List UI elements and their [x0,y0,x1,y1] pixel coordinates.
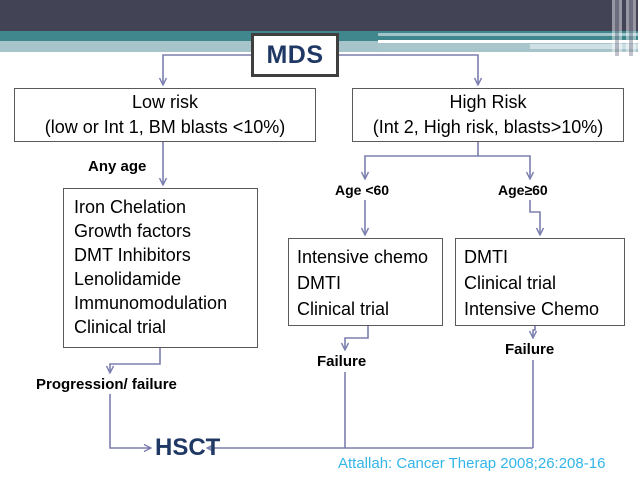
header-vertical-bar-2 [619,0,622,56]
edge-treatment-to-progression [110,348,161,372]
node-mds-label: MDS [266,40,324,69]
younger-treatment-item: DMTI [297,273,341,293]
low-risk-line-2: (low or Int 1, BM blasts <10%) [44,117,286,137]
older-treatment-item: Clinical trial [464,273,557,293]
high-risk-line-2: (Int 2, High risk, blasts>10%) [372,117,604,137]
outcome-label-failure-younger: Failure [317,353,367,370]
node-low-risk[interactable]: Low risk (low or Int 1, BM blasts <10%) [14,88,316,142]
younger-treatment-item: Clinical trial [297,299,390,319]
edge-label-age-under-60: Age <60 [335,182,390,198]
low-treatment-item: Growth factors [74,221,192,241]
low-treatment-item: Clinical trial [74,317,167,337]
older-treatment-item: Intensive Chemo [464,299,600,319]
node-hsct-terminal[interactable]: HSCT [155,434,221,461]
edge-label-any-age: Any age [88,158,147,175]
edge-dmti-to-failure [533,326,535,337]
header-vertical-bar-1 [612,0,615,56]
header-streak-3 [378,44,530,49]
low-treatment-item: Iron Chelation [74,197,187,217]
header-vertical-bar-dark-1 [615,0,619,56]
header-streak-2 [378,40,598,43]
low-risk-line-1: Low risk [131,92,198,112]
node-low-risk-treatments[interactable]: Iron Chelation Growth factors DMT Inhibi… [63,188,258,348]
outcome-label-progression-failure: Progression/ failure [36,376,177,393]
node-younger-treatments[interactable]: Intensive chemo DMTI Clinical trial [288,238,443,326]
header-vertical-bar-4 [633,0,636,56]
high-risk-line-1: High Risk [449,92,527,112]
low-treatment-item: Lenolidamide [74,269,182,289]
edge-high-to-younger [365,142,479,178]
header-streak-4 [530,44,638,49]
older-treatment-item: DMTI [464,247,508,267]
node-older-treatments[interactable]: DMTI Clinical trial Intensive Chemo [455,238,625,326]
edge-age-ge60-to-box [529,200,540,234]
header-vertical-bar-dark-2 [629,0,633,56]
edge-mds-to-low [163,54,251,84]
node-mds-title[interactable]: MDS [251,33,339,77]
header-vertical-bar-3 [626,0,629,56]
edge-mds-to-high [339,54,478,84]
low-treatment-item: DMT Inhibitors [74,245,191,265]
edge-high-to-older [478,155,530,178]
header-streak-1 [378,33,638,36]
header-dark-band [0,0,638,31]
edge-label-age-60-or-over: Age≥60 [498,182,548,198]
younger-treatment-item: Intensive chemo [297,247,429,267]
outcome-label-failure-older: Failure [505,341,555,358]
low-treatment-item: Immunomodulation [74,293,228,313]
edge-progression-to-hsct [109,394,150,448]
edge-intensive-to-failure [345,326,369,349]
citation-text: Attallah: Cancer Therap 2008;26:208-16 [338,455,606,472]
node-high-risk[interactable]: High Risk (Int 2, High risk, blasts>10%) [352,88,624,142]
